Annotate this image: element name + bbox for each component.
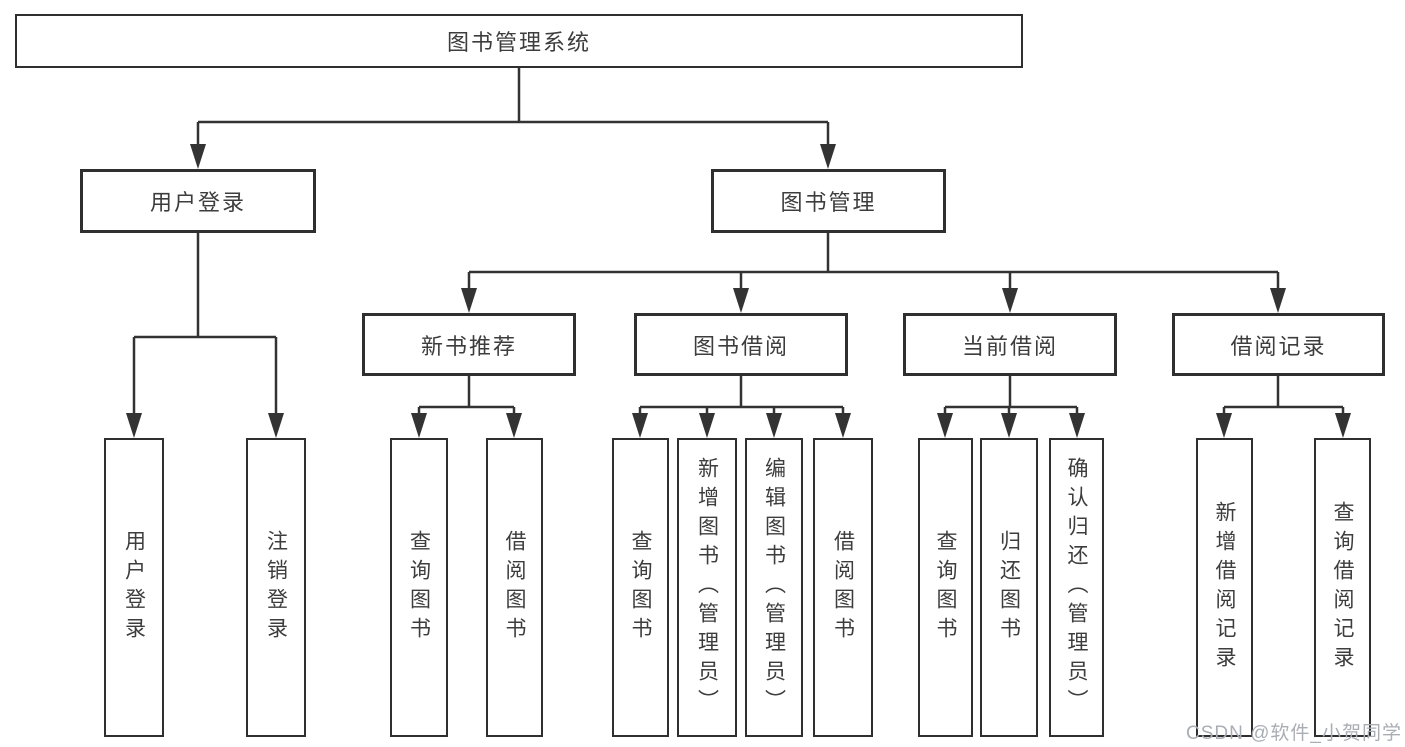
leaf-user-login-label: 用户登录 <box>122 529 146 646</box>
arrowhead <box>411 413 427 438</box>
node-current-borrow: 当前借阅 <box>903 313 1117 376</box>
arrowhead <box>190 144 206 169</box>
node-root: 图书管理系统 <box>15 14 1023 68</box>
node-borrow-records-label: 借阅记录 <box>1230 333 1327 359</box>
leaf-query-books-recommend: 查询图书 <box>390 438 448 737</box>
node-borrow-records: 借阅记录 <box>1172 313 1385 376</box>
leaf-add-book-admin: 新增图书（管理员） <box>677 438 737 737</box>
arrowhead <box>1335 413 1351 438</box>
arrowhead <box>699 413 715 438</box>
leaf-borrow-books-recommend-label: 借阅图书 <box>503 529 526 646</box>
leaf-add-borrow-record-label: 新增借阅记录 <box>1213 500 1236 675</box>
node-user-login-label: 用户登录 <box>149 190 246 215</box>
leaf-query-books-borrow: 查询图书 <box>612 438 669 737</box>
leaf-logout: 注销登录 <box>246 438 306 737</box>
node-new-book-recommend: 新书推荐 <box>362 313 576 376</box>
leaf-borrow-books-recommend: 借阅图书 <box>486 438 543 737</box>
leaf-query-borrow-record-label: 查询借阅记录 <box>1331 500 1354 675</box>
connector-book-borrow-children <box>638 376 845 415</box>
connector-user-login-children <box>132 233 278 415</box>
arrowhead <box>937 413 953 438</box>
arrowhead <box>1216 413 1232 438</box>
arrowhead <box>1069 413 1085 438</box>
node-root-label: 图书管理系统 <box>446 30 591 55</box>
leaf-edit-book-admin: 编辑图书（管理员） <box>745 438 803 737</box>
leaf-query-books-current-label: 查询图书 <box>934 529 957 646</box>
arrowhead <box>820 144 836 169</box>
leaf-edit-book-admin-label: 编辑图书（管理员） <box>762 457 786 718</box>
node-book-borrow-label: 图书借阅 <box>692 333 789 359</box>
arrowhead <box>835 413 851 438</box>
arrowhead <box>632 413 648 438</box>
arrowhead <box>766 413 782 438</box>
connector-book-management-children <box>467 233 1280 293</box>
connector-current-borrow-children <box>943 376 1079 415</box>
connector-new-book-recommend-children <box>417 376 516 415</box>
connector-root <box>196 68 830 146</box>
leaf-add-borrow-record: 新增借阅记录 <box>1196 438 1253 737</box>
node-new-book-recommend-label: 新书推荐 <box>420 333 517 359</box>
leaf-borrow-books-borrow-label: 借阅图书 <box>831 529 855 646</box>
leaf-borrow-books-borrow: 借阅图书 <box>813 438 873 737</box>
leaf-query-books-borrow-label: 查询图书 <box>629 529 652 646</box>
arrowhead <box>461 288 477 313</box>
connector-borrow-records-children <box>1222 376 1345 415</box>
leaf-return-book-label: 归还图书 <box>997 529 1021 646</box>
leaf-query-books-recommend-label: 查询图书 <box>407 529 431 646</box>
leaf-return-book: 归还图书 <box>980 438 1038 737</box>
node-book-management-label: 图书管理 <box>780 190 877 215</box>
leaf-add-book-admin-label: 新增图书（管理员） <box>695 457 719 718</box>
leaf-user-login: 用户登录 <box>104 438 164 737</box>
node-book-management: 图书管理 <box>711 169 946 233</box>
arrowhead <box>1001 413 1017 438</box>
arrowhead <box>506 413 522 438</box>
arrowhead <box>1270 288 1286 313</box>
arrowhead <box>733 288 749 313</box>
leaf-confirm-return-admin: 确认归还（管理员） <box>1049 438 1104 737</box>
leaf-query-books-current: 查询图书 <box>918 438 973 737</box>
arrowhead <box>1002 288 1018 313</box>
leaf-logout-label: 注销登录 <box>264 529 288 646</box>
node-current-borrow-label: 当前借阅 <box>961 333 1058 359</box>
node-user-login: 用户登录 <box>80 169 316 233</box>
leaf-confirm-return-admin-label: 确认归还（管理员） <box>1065 457 1088 718</box>
node-book-borrow: 图书借阅 <box>634 313 848 376</box>
csdn-watermark: CSDN @软件_小贺同学 <box>1186 723 1402 744</box>
arrowhead <box>126 413 142 438</box>
leaf-query-borrow-record: 查询借阅记录 <box>1314 438 1371 737</box>
arrowhead <box>268 413 284 438</box>
